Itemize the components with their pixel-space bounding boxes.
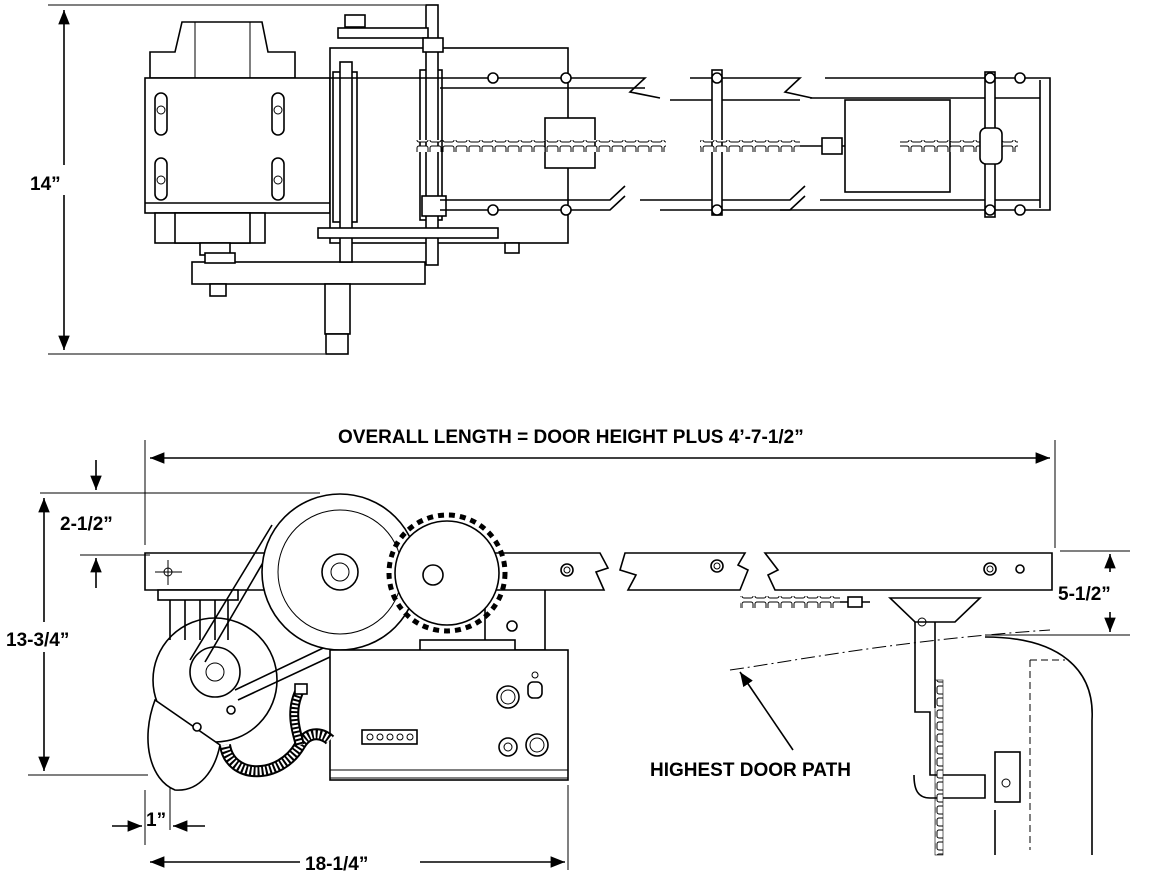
- drum-clearance-label: 2-1/2”: [60, 514, 113, 535]
- door-arm-side: [888, 597, 1021, 856]
- side-view: OVERALL LENGTH = DOOR HEIGHT PLUS 4’-7-1…: [2, 427, 1130, 874]
- header-rail-side: [144, 552, 1053, 651]
- drive-shafts-top: [317, 4, 569, 266]
- rail-drop-label: 5-1/2”: [1058, 584, 1111, 605]
- top-view: 14”: [22, 4, 1051, 355]
- dimension-18-1-4in: 18-1/4”: [150, 785, 569, 874]
- door-outline-side: [729, 629, 1093, 855]
- dimension-2-1-2in: 2-1/2”: [40, 460, 320, 588]
- flex-cable-side: [219, 683, 335, 778]
- rail-top-view: [330, 69, 1051, 218]
- highest-door-path-callout: HIGHEST DOOR PATH: [650, 671, 851, 781]
- overall-length-label: OVERALL LENGTH = DOOR HEIGHT PLUS 4’-7-1…: [338, 427, 804, 448]
- dimension-13-3-4in: 13-3/4”: [2, 498, 148, 776]
- motor-housing-top: [144, 21, 426, 355]
- overall-height-label: 13-3/4”: [6, 630, 69, 651]
- mounting-slots: [154, 92, 285, 201]
- rail-bolts: [487, 72, 1026, 216]
- unit-length-label: 18-1/4”: [305, 854, 368, 874]
- height-14-label: 14”: [30, 174, 61, 195]
- dimension-14in: 14”: [22, 4, 425, 355]
- offset-1-label: 1”: [146, 810, 166, 831]
- control-box-side: [329, 620, 569, 781]
- motor-side: [147, 589, 278, 791]
- door-path-label: HIGHEST DOOR PATH: [650, 760, 851, 781]
- sprocket-side: [386, 512, 870, 634]
- dimension-5-1-2in: 5-1/2”: [985, 550, 1130, 636]
